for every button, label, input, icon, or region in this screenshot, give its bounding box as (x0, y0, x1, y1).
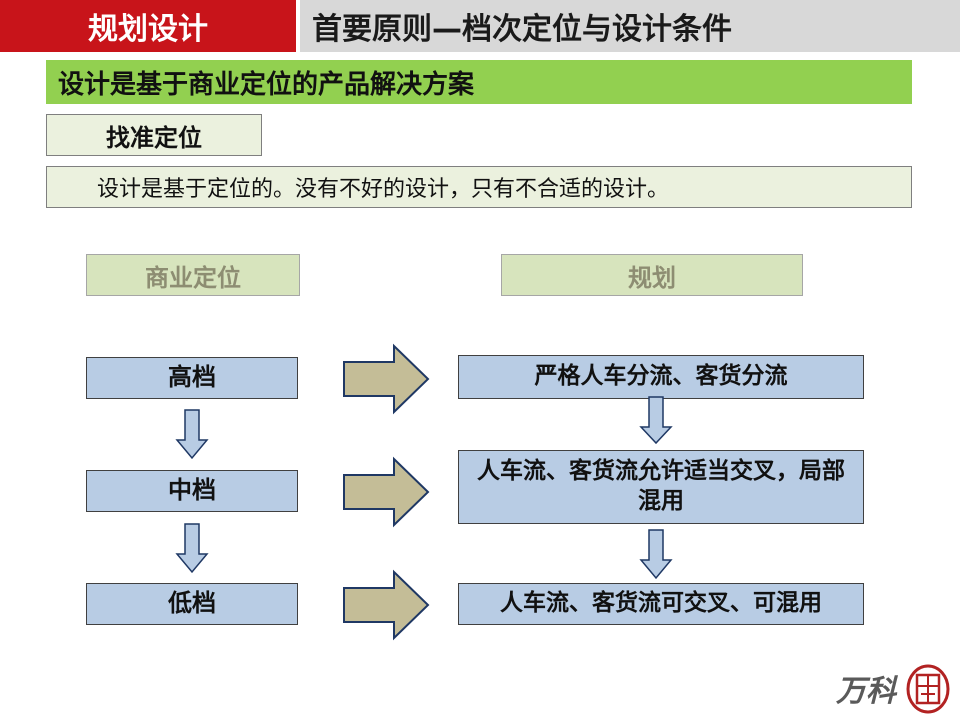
plan-box-mid: 人车流、客货流允许适当交叉，局部混用 (458, 450, 864, 524)
right-arrow-icon (343, 343, 430, 415)
principle-note: 设计是基于定位的。没有不好的设计，只有不合适的设计。 (46, 166, 912, 208)
plan-box-low: 人车流、客货流可交叉、可混用 (458, 583, 864, 625)
right-arrow-icon (343, 569, 430, 641)
plan-box-high: 严格人车分流、客货分流 (458, 355, 864, 399)
down-arrow-icon (639, 396, 673, 445)
subheading-tag: 找准定位 (46, 114, 262, 156)
vanke-logo-text: 万科 (836, 674, 896, 709)
section-title: 规划设计 (0, 0, 296, 52)
left-column-header: 商业定位 (86, 254, 300, 296)
level-box-mid: 中档 (86, 470, 298, 512)
seal-logo-icon (906, 664, 950, 714)
principle-banner: 设计是基于商业定位的产品解决方案 (46, 60, 912, 104)
right-column-header: 规划 (501, 254, 803, 296)
page-title: 首要原则—档次定位与设计条件 (300, 0, 960, 52)
right-arrow-icon (343, 456, 430, 528)
level-box-low: 低档 (86, 583, 298, 625)
down-arrow-icon (175, 409, 209, 460)
down-arrow-icon (175, 523, 209, 574)
level-box-high: 高档 (86, 357, 298, 399)
down-arrow-icon (639, 529, 673, 580)
